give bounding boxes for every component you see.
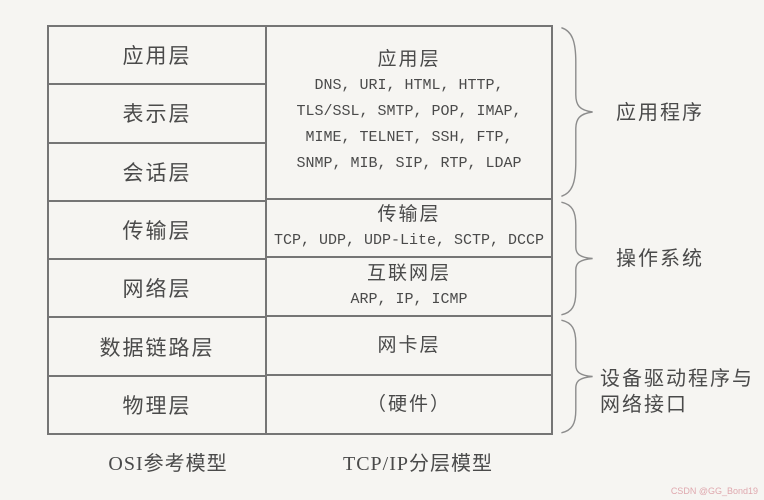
osi-layer-presentation: 表示层 xyxy=(49,85,265,144)
tcpip-hardware-title: （硬件） xyxy=(366,393,451,415)
internet-protocols-line: ARP, IP, ICMP xyxy=(350,290,468,308)
osi-layer-datalink: 数据链路层 xyxy=(49,318,265,377)
tcpip-model-caption: TCP/IP分层模型 xyxy=(342,453,494,475)
tcpip-application-title: 应用层 xyxy=(377,49,441,71)
protocol-stack-table: 应用层 表示层 会话层 传输层 网络层 数据链路层 物理层 应用层 DNS, U… xyxy=(47,25,553,435)
tcpip-transport-title: 传输层 xyxy=(377,204,441,225)
os-scope-brace xyxy=(559,201,595,316)
os-scope-label: 操作系统 xyxy=(616,248,704,270)
driver-scope-label-line1: 设备驱动程序与 xyxy=(600,368,754,390)
tcpip-internet-cell: 互联网层 ARP, IP, ICMP xyxy=(267,258,551,318)
curly-brace-icon xyxy=(559,201,595,316)
application-scope-label: 应用程序 xyxy=(616,102,704,124)
tcpip-hardware-cell: （硬件） xyxy=(267,376,551,433)
tcpip-application-cell: 应用层 DNS, URI, HTML, HTTP, TLS/SSL, SMTP,… xyxy=(267,27,551,200)
tcpip-column: 应用层 DNS, URI, HTML, HTTP, TLS/SSL, SMTP,… xyxy=(267,27,551,433)
osi-column: 应用层 表示层 会话层 传输层 网络层 数据链路层 物理层 xyxy=(49,27,267,433)
application-scope-brace xyxy=(559,26,595,198)
driver-scope-brace xyxy=(559,319,595,434)
tcpip-transport-cell: 传输层 TCP, UDP, UDP-Lite, SCTP, DCCP xyxy=(267,200,551,259)
osi-model-caption: OSI参考模型 xyxy=(108,453,228,475)
tcpip-internet-title: 互联网层 xyxy=(366,262,451,284)
application-protocols-line: SNMP, MIB, SIP, RTP, LDAP xyxy=(296,155,522,173)
osi-layer-network: 网络层 xyxy=(49,260,265,319)
application-protocols-line: DNS, URI, HTML, HTTP, xyxy=(314,77,504,95)
application-protocols-line: TLS/SSL, SMTP, POP, IMAP, xyxy=(296,103,522,121)
osi-layer-application: 应用层 xyxy=(49,27,265,86)
transport-protocols-line: TCP, UDP, UDP-Lite, SCTP, DCCP xyxy=(273,232,545,249)
curly-brace-icon xyxy=(559,319,595,434)
tcpip-network-card-cell: 网卡层 xyxy=(267,317,551,377)
watermark: CSDN @GG_Bond19 xyxy=(670,486,758,496)
osi-layer-physical: 物理层 xyxy=(122,393,192,418)
osi-layer-session: 会话层 xyxy=(49,144,265,202)
curly-brace-icon xyxy=(559,26,595,198)
driver-scope-label: 设备驱动程序与 网络接口 xyxy=(600,366,754,418)
osi-layer-transport: 传输层 xyxy=(49,202,265,261)
tcpip-network-card-title: 网卡层 xyxy=(377,334,441,356)
driver-scope-label-line2: 网络接口 xyxy=(600,394,688,416)
application-protocols-line: MIME, TELNET, SSH, FTP, xyxy=(305,129,513,147)
